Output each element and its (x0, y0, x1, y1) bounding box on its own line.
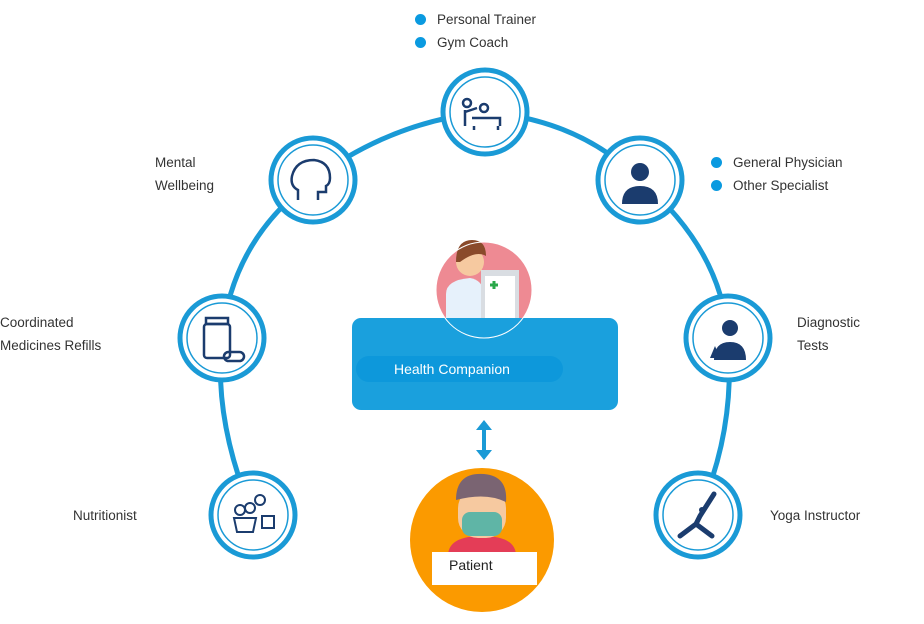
fruit-basket-icon (232, 494, 275, 533)
label-line: Diagnostic (797, 315, 861, 330)
brain-head-icon (290, 158, 332, 200)
trainer-icon (461, 97, 502, 130)
doctor-icon (622, 163, 658, 204)
health-companion-pill (356, 356, 563, 382)
bullet-icon (711, 157, 722, 168)
medicines-label: Coordinated Medicines Refills (0, 311, 101, 357)
medicine-bottle-icon (202, 316, 246, 363)
patient-avatar (410, 468, 554, 612)
yoga-label: Yoga Instructor (770, 508, 861, 523)
health-companion-title: Health Companion (394, 361, 510, 377)
patient-label: Patient (449, 557, 493, 573)
bidirectional-arrow-icon (476, 420, 492, 460)
diagnostic-label: Diagnostic Tests (797, 311, 860, 357)
trainer-node[interactable] (440, 67, 530, 157)
medicines-node[interactable] (177, 293, 267, 383)
diagnostic-node[interactable] (683, 293, 773, 383)
yoga-pose-icon (677, 491, 717, 539)
physician-labels: General Physician Other Specialist (711, 151, 843, 197)
patient-label-box (432, 552, 537, 585)
nutritionist-node[interactable] (208, 470, 298, 560)
label-other-specialist: Other Specialist (733, 178, 829, 193)
mental-node[interactable] (268, 135, 358, 225)
label-gym-coach: Gym Coach (437, 35, 509, 50)
lab-doctor-icon (710, 320, 746, 360)
bullet-icon (711, 180, 722, 191)
nutritionist-label: Nutritionist (73, 508, 137, 523)
bullet-icon (415, 37, 426, 48)
mental-label: Mental Wellbeing (155, 151, 214, 197)
label-line: Mental (155, 155, 196, 170)
label-line: Tests (797, 338, 829, 353)
label-line: Medicines Refills (0, 338, 102, 353)
label-general-physician: General Physician (733, 155, 843, 170)
trainer-labels: Personal Trainer Gym Coach (415, 8, 536, 54)
physician-node[interactable] (595, 135, 685, 225)
bullet-icon (415, 14, 426, 25)
label-personal-trainer: Personal Trainer (437, 12, 537, 27)
yoga-node[interactable] (653, 470, 743, 560)
label-line: Wellbeing (155, 178, 215, 193)
label-line: Coordinated (0, 315, 74, 330)
